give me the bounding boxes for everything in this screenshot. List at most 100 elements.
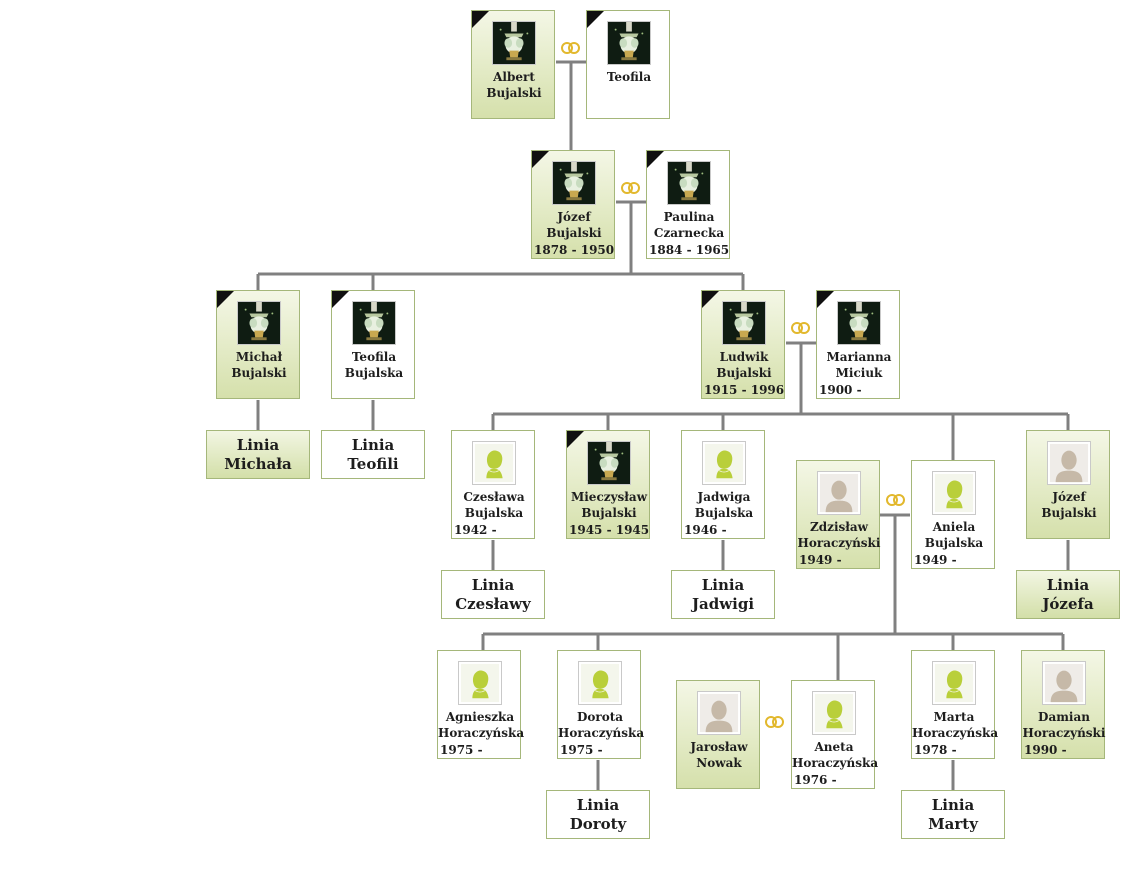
male-silhouette-icon <box>697 691 741 735</box>
mourning-ribbon-icon <box>647 151 664 168</box>
wedding-rings-icon <box>884 492 908 506</box>
person-last-name: Horaczyńska <box>438 726 525 740</box>
person-first-name: Zdzisław <box>809 520 868 534</box>
statue-photo-icon <box>667 161 711 205</box>
lineage-label: Linia <box>351 436 395 454</box>
statue-photo-icon <box>722 301 766 345</box>
person-first-name: Józef <box>1052 490 1086 504</box>
mourning-ribbon-icon <box>472 11 489 28</box>
person-first-name: Paulina <box>663 210 715 224</box>
person-last-name: Bujalska <box>924 536 984 550</box>
person-first-name: Aneta <box>814 740 854 754</box>
person-first-name: Teofila <box>606 70 652 84</box>
lineage-label: Linia <box>701 576 745 594</box>
person-last-name: Miciuk <box>835 366 883 380</box>
person-last-name: Horaczyńska <box>792 756 879 770</box>
mourning-ribbon-icon <box>332 291 349 308</box>
person-last-name: Horaczyńska <box>912 726 999 740</box>
person-last-name: Horaczyński <box>1022 726 1106 740</box>
mourning-ribbon-icon <box>817 291 834 308</box>
wedding-rings-icon <box>763 714 787 728</box>
person-last-name: Bujalski <box>716 366 772 380</box>
person-dates: 1878 - 1950 <box>534 243 615 257</box>
person-dates: 1942 - <box>454 523 497 537</box>
lineage-label: Marty <box>928 815 978 833</box>
person-last-name: Horaczyński <box>797 536 881 550</box>
person-last-name: Bujalski <box>546 226 602 240</box>
person-dates: 1946 - <box>684 523 727 537</box>
person-first-name: Teofila <box>351 350 397 364</box>
female-silhouette-icon <box>472 441 516 485</box>
mourning-ribbon-icon <box>217 291 234 308</box>
female-silhouette-icon <box>578 661 622 705</box>
lineage-label: Linia <box>931 796 975 814</box>
person-card-teofila0[interactable]: Teofila <box>586 10 670 119</box>
statue-photo-icon <box>492 21 536 65</box>
mourning-ribbon-icon <box>532 151 549 168</box>
person-dates: 1975 - <box>440 743 483 757</box>
mourning-ribbon-icon <box>567 431 584 448</box>
mourning-ribbon-icon <box>587 11 604 28</box>
lineage-label: Jadwigi <box>691 595 755 613</box>
lineage-label: Doroty <box>569 815 627 833</box>
lineage-label: Linia <box>1046 576 1090 594</box>
person-first-name: Albert <box>493 70 535 84</box>
person-dates: 1900 - <box>819 383 862 397</box>
person-dates: 1949 - <box>914 553 957 567</box>
male-silhouette-icon <box>1047 441 1091 485</box>
person-last-name: Nowak <box>696 756 742 770</box>
person-last-name: Czarnecka <box>653 226 725 240</box>
person-first-name: Marianna <box>826 350 892 364</box>
wedding-rings-icon <box>559 40 583 54</box>
wedding-rings-icon <box>619 180 643 194</box>
person-last-name: Bujalska <box>694 506 754 520</box>
person-dates: 1976 - <box>794 773 837 787</box>
person-first-name: Józef <box>557 210 591 224</box>
person-dates: 1990 - <box>1024 743 1067 757</box>
lineage-label: Józefa <box>1042 595 1094 613</box>
lineage-label: Linia <box>576 796 620 814</box>
female-silhouette-icon <box>702 441 746 485</box>
